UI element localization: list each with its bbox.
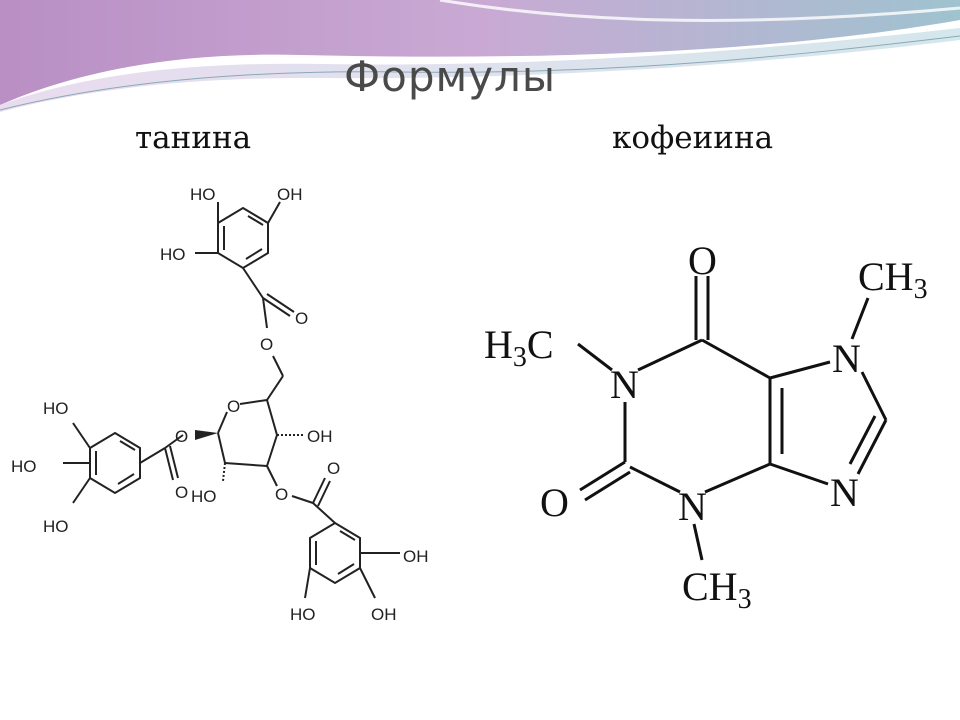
tannin-ho-a: HO: [190, 185, 216, 204]
slide-title: Формулы: [343, 52, 557, 101]
tannin-ho-e: HO: [43, 517, 69, 536]
tannin-ring-left: [63, 422, 184, 504]
tannin-ho-d: HO: [11, 457, 37, 476]
tannin-glucose-ring: [195, 375, 305, 487]
header-decoration: [0, 0, 960, 112]
tannin-o-ester-top: O: [260, 335, 273, 354]
caffeine-n7: N: [832, 336, 861, 381]
caffeine-o-top: O: [688, 238, 717, 283]
tannin-oh-ring: OH: [307, 427, 333, 446]
tannin-ho-ring: HO: [191, 487, 217, 506]
tannin-oh-f: OH: [403, 547, 429, 566]
caffeine-structure: O CH3 H3C N N N N O CH3: [484, 238, 928, 615]
tannin-ho-c: HO: [43, 399, 69, 418]
tannin-o-carbonyl-left: O: [175, 483, 188, 502]
tannin-caption: танина: [135, 120, 252, 156]
caffeine-n3: N: [678, 484, 707, 529]
tannin-o-ring: O: [227, 397, 240, 416]
caffeine-ch3-top: CH3: [858, 254, 928, 305]
tannin-oh-g: OH: [371, 605, 397, 624]
tannin-ho-g: HO: [290, 605, 316, 624]
tannin-ring-top: [195, 201, 295, 377]
caffeine-bonds: [577, 276, 888, 561]
caffeine-o-left: O: [540, 480, 569, 525]
tannin-o-carbonyl-top: O: [295, 309, 308, 328]
tannin-structure: HO OH HO O O O OH HO O O HO HO HO: [11, 185, 429, 624]
tannin-o-carbonyl-bottom: O: [327, 459, 340, 478]
caffeine-n1: N: [610, 362, 639, 407]
caffeine-n9: N: [830, 470, 859, 515]
caffeine-h3c-left: H3C: [484, 322, 554, 373]
caffeine-caption: кофеиина: [612, 120, 774, 156]
tannin-o-ester-bottom: O: [275, 485, 288, 504]
tannin-ho-b: HO: [160, 245, 186, 264]
tannin-oh-a: OH: [277, 185, 303, 204]
tannin-o-ester-left: O: [175, 427, 188, 446]
caffeine-ch3-bottom: CH3: [682, 564, 752, 615]
tannin-ring-bottom: [291, 477, 400, 599]
